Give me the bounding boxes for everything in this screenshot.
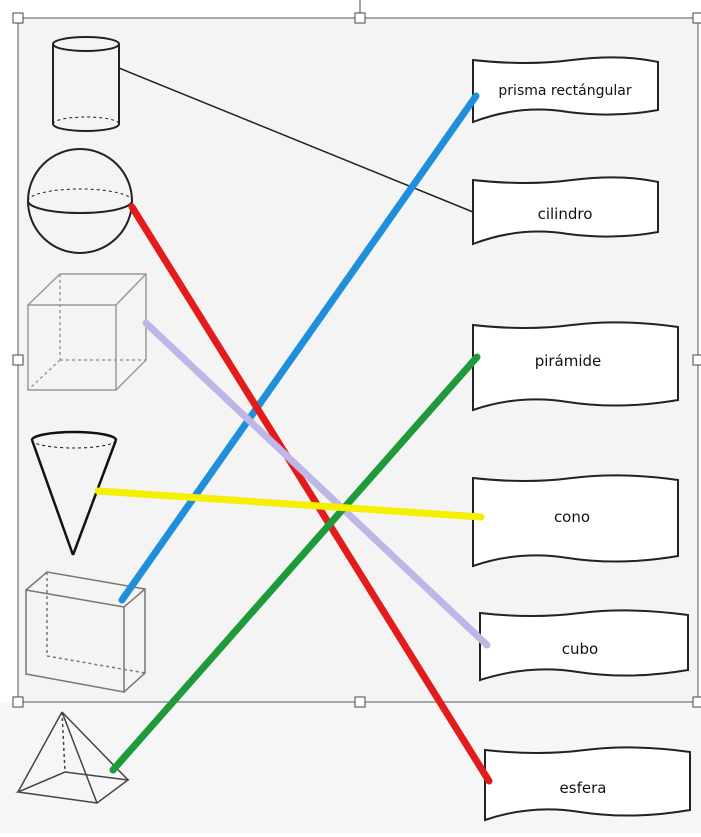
label-cubo: cubo xyxy=(562,640,598,658)
label-cono: cono xyxy=(554,508,590,526)
banner-cono: cono xyxy=(472,474,679,568)
handle-bottom-center[interactable] xyxy=(354,696,366,708)
cone-icon xyxy=(30,430,118,556)
line-sphere-esfera[interactable] xyxy=(128,203,493,785)
label-prisma-rectangular: prisma rectángular xyxy=(498,83,631,99)
label-esfera: esfera xyxy=(560,779,607,797)
handle-top-left[interactable] xyxy=(12,12,24,24)
banner-prisma: prisma rectángular xyxy=(472,56,659,124)
cube-icon xyxy=(27,273,147,391)
label-cilindro: cilindro xyxy=(538,205,593,223)
cylinder-icon xyxy=(52,36,120,132)
line-cone-cono[interactable] xyxy=(94,487,485,521)
rectangular-prism-icon xyxy=(25,571,146,693)
pyramid-icon xyxy=(15,711,130,804)
banner-cilindro: cilindro xyxy=(472,176,659,246)
banner-cubo: cubo xyxy=(479,609,689,682)
line-cube-cubo[interactable] xyxy=(142,319,491,649)
banner-piramide: pirámide xyxy=(472,321,679,412)
selection-handles[interactable] xyxy=(12,12,701,708)
banner-esfera: esfera xyxy=(484,746,691,822)
line-prism-prisma[interactable] xyxy=(118,92,480,604)
handle-bottom-left[interactable] xyxy=(12,696,24,708)
handle-middle-right[interactable] xyxy=(692,354,701,366)
handle-bottom-right[interactable] xyxy=(692,696,701,708)
matching-lines xyxy=(94,67,493,785)
line-pyramid-piramide[interactable] xyxy=(109,353,481,774)
sphere-icon xyxy=(27,148,133,254)
handle-top-center[interactable] xyxy=(354,12,366,24)
handle-top-right[interactable] xyxy=(692,12,701,24)
handle-middle-left[interactable] xyxy=(12,354,24,366)
label-piramide: pirámide xyxy=(535,352,602,370)
